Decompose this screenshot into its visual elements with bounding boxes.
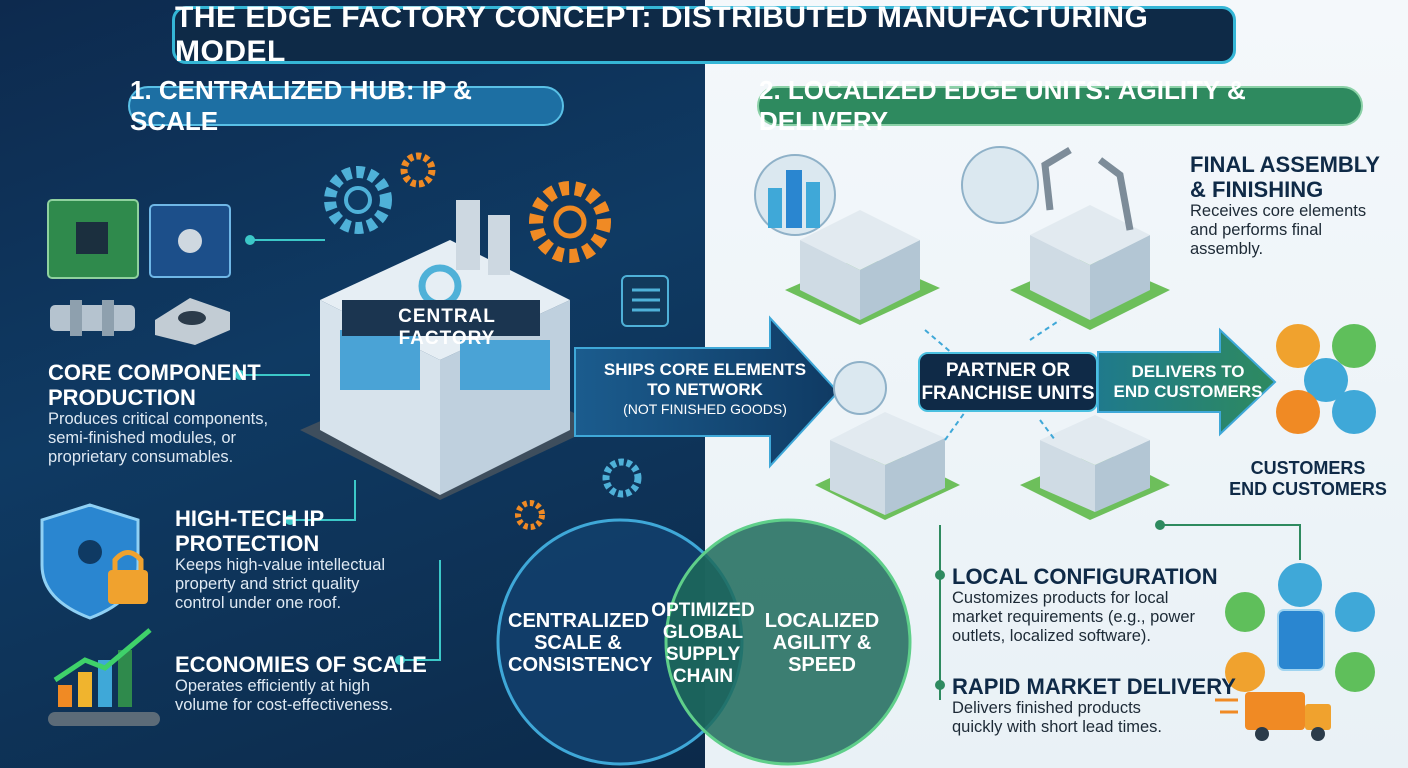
- growth-chart-icon: [48, 628, 160, 726]
- venn-center-line2: GLOBAL: [662, 622, 744, 643]
- venn-center-label: OPTIMIZED GLOBAL SUPPLY CHAIN: [648, 600, 758, 688]
- venn-left-line2: SCALE &: [534, 632, 622, 654]
- economies-block: ECONOMIES OF SCALE Operates efficiently …: [175, 652, 427, 715]
- final-assembly-desc-line3: assembly.: [1190, 240, 1264, 258]
- document-list-icon: [621, 275, 669, 327]
- gear-icon: [529, 181, 611, 263]
- rapid-delivery-desc-line2: quickly with short lead times.: [952, 718, 1162, 736]
- right-connectors: [935, 520, 1301, 700]
- customer-support-icon: [1225, 563, 1375, 692]
- core-component-title-line2: PRODUCTION: [48, 385, 196, 410]
- rapid-delivery-desc: Delivers finished products: [952, 699, 1141, 717]
- local-config-desc: Customizes products for local: [952, 589, 1169, 607]
- factory-sign: CENTRAL FACTORY: [398, 306, 496, 349]
- economies-title: ECONOMIES OF SCALE: [175, 652, 427, 677]
- ship-arrow-label: SHIPS CORE ELEMENTS TO NETWORK (NOT FINI…: [600, 360, 810, 418]
- local-config-title: LOCAL CONFIGURATION: [952, 564, 1218, 589]
- final-assembly-title: FINAL ASSEMBLY: [1190, 152, 1380, 177]
- ip-protection-desc-line3: control under one roof.: [175, 594, 342, 612]
- venn-left-line3: CONSISTENCY: [508, 654, 653, 676]
- final-assembly-desc-line2: and performs final: [1190, 221, 1323, 239]
- page-title: THE EDGE FACTORY CONCEPT: DISTRIBUTED MA…: [172, 1, 1236, 68]
- final-assembly-title-line2: & FINISHING: [1190, 177, 1324, 202]
- venn-left-line1: CENTRALIZED: [508, 610, 650, 632]
- gear-icon: [400, 152, 436, 188]
- shield-lock-icon: [40, 503, 148, 620]
- rapid-delivery-block: RAPID MARKET DELIVERY Delivers finished …: [952, 674, 1236, 737]
- delivers-line1: DELIVERS TO: [1131, 362, 1245, 381]
- core-component-desc-line3: proprietary consumables.: [48, 448, 234, 466]
- globe-icon: [961, 146, 1039, 224]
- customers-label: CUSTOMERS END CUSTOMERS: [1228, 458, 1388, 500]
- local-config-desc-line3: outlets, localized software).: [952, 627, 1152, 645]
- final-assembly-desc: Receives core elements: [1190, 202, 1367, 220]
- motherboard-icon: [149, 204, 231, 278]
- venn-right-line1: LOCALIZED: [764, 610, 880, 632]
- robotic-assembly-icon: [1010, 146, 1170, 330]
- core-component-block: CORE COMPONENT PRODUCTION Produces criti…: [48, 360, 268, 467]
- venn-left-label: CENTRALIZED SCALE & CONSISTENCY: [508, 610, 653, 676]
- shaft-component-icon: [50, 300, 135, 336]
- edge-building-icon: [785, 210, 940, 325]
- city-globe-icon: [754, 154, 836, 236]
- ip-protection-block: HIGH-TECH IP PROTECTION Keeps high-value…: [175, 506, 385, 613]
- partner-line1: PARTNER OR: [945, 360, 1071, 381]
- delivery-truck-icon: [1215, 692, 1331, 741]
- gear-icon: [602, 458, 642, 498]
- delivers-arrow: [1097, 327, 1277, 437]
- economies-desc-line2: volume for cost-effectiveness.: [175, 696, 393, 714]
- venn-center-line3: SUPPLY: [665, 644, 741, 665]
- edge-building-icon: [815, 361, 960, 520]
- left-connectors: [235, 235, 441, 665]
- core-component-title: CORE COMPONENT: [48, 360, 261, 385]
- core-component-desc: Produces critical components,: [48, 410, 269, 428]
- ip-protection-title-line2: PROTECTION: [175, 531, 320, 556]
- local-config-desc-line2: market requirements (e.g., power: [952, 608, 1196, 626]
- ip-protection-desc: Keeps high-value intellectual: [175, 556, 386, 574]
- venn-right-line3: SPEED: [788, 654, 856, 676]
- ship-arrow-line2: TO NETWORK: [647, 380, 763, 399]
- ship-arrow-line3: (NOT FINISHED GOODS): [623, 401, 787, 417]
- partner-units-box: PARTNER OR FRANCHISE UNITS: [918, 352, 1098, 412]
- venn-center-line4: CHAIN: [672, 666, 734, 687]
- ip-protection-title: HIGH-TECH IP: [175, 506, 325, 531]
- customer-avatars: [1276, 324, 1376, 434]
- partner-line2: FRANCHISE UNITS: [921, 383, 1095, 404]
- venn-center-line1: OPTIMIZED: [651, 600, 755, 621]
- venn-right-circle: [664, 518, 912, 766]
- final-assembly-block: FINAL ASSEMBLY & FINISHING Receives core…: [1190, 152, 1380, 259]
- edge-building-icon: [1020, 415, 1170, 520]
- central-factory-illustration: [300, 200, 600, 500]
- left-section-heading: 1. CENTRALIZED HUB: IP & SCALE: [128, 75, 564, 136]
- delivers-line2: END CUSTOMERS: [1113, 382, 1263, 401]
- gear-icon: [515, 500, 545, 530]
- economies-desc: Operates efficiently at high: [175, 677, 371, 695]
- gear-icon: [324, 166, 392, 234]
- venn-right-label: LOCALIZED AGILITY & SPEED: [762, 610, 882, 676]
- customers-line1: CUSTOMERS: [1250, 458, 1366, 478]
- venn-right-line2: AGILITY &: [772, 632, 872, 654]
- bracket-component-icon: [155, 298, 230, 345]
- ship-arrow-line1: SHIPS CORE ELEMENTS: [603, 360, 807, 379]
- right-section-heading: 2. LOCALIZED EDGE UNITS: AGILITY & DELIV…: [757, 75, 1363, 136]
- circuit-board-icon: [47, 199, 139, 279]
- local-config-block: LOCAL CONFIGURATION Customizes products …: [952, 564, 1218, 646]
- rapid-delivery-title: RAPID MARKET DELIVERY: [952, 674, 1236, 699]
- ip-protection-desc-line2: property and strict quality: [175, 575, 360, 593]
- core-component-desc-line2: semi-finished modules, or: [48, 429, 236, 447]
- delivers-label: DELIVERS TO END CUSTOMERS: [1108, 362, 1268, 402]
- customers-line2: END CUSTOMERS: [1229, 479, 1387, 499]
- ship-arrow: [574, 315, 840, 469]
